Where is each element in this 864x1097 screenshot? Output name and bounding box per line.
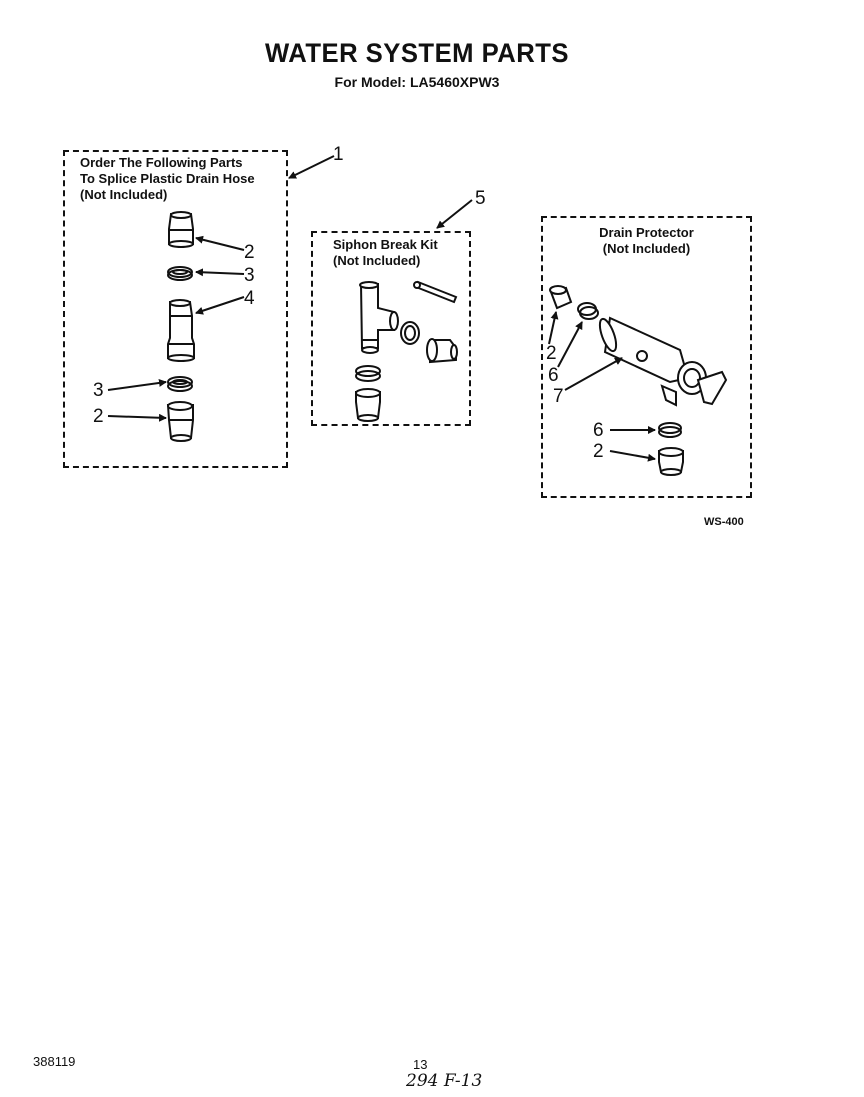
drain-callout-2-bottom: 2 [593,441,604,462]
splice-label-line-1: Order The Following Parts [80,155,243,170]
siphon-adapter-part [355,388,381,422]
model-subtitle: For Model: LA5460XPW3 [334,74,500,90]
leader-5 [436,199,473,229]
splice-callout-2-bottom: 2 [93,406,104,427]
drain-adapter-bottom-part [658,447,684,476]
splice-callout-3-bottom: 3 [93,380,104,401]
drain-label-line-2: (Not Included) [602,241,691,256]
drain-label-line-1: Drain Protector [599,225,694,240]
page-number: 13 [413,1057,428,1072]
splice-label-line-3: (Not Included) [80,187,168,202]
siphon-box-label: Siphon Break Kit (Not Included) [333,237,438,269]
callout-5: 5 [475,188,486,209]
drain-clamp-bottom-part [658,422,682,438]
siphon-rod-part [413,280,458,304]
doc-number: 388119 [33,1054,76,1069]
siphon-break-kit-box [311,231,471,426]
splice-parts-box [63,150,288,468]
splice-callout-3-top: 3 [244,265,255,286]
clamp-top-part [167,266,193,281]
clamp-bottom-part [167,376,193,392]
leader-1 [288,155,335,179]
siphon-cap-part [426,338,458,364]
siphon-ring-part [400,321,420,345]
drain-callout-6-bottom: 6 [593,420,604,441]
splice-callout-4: 4 [244,288,255,309]
drain-callout-2-top: 2 [546,343,557,364]
coupling-part [167,299,195,362]
splice-label-line-2: To Splice Plastic Drain Hose [80,171,255,186]
handwritten-note: 294 F-13 [406,1071,483,1091]
drain-clamp-top-part [577,302,599,320]
drain-protector-box [541,216,752,498]
splice-callout-2-top: 2 [244,242,255,263]
adapter-top-part [168,211,194,248]
adapter-bottom-part [166,401,194,442]
siphon-tee-part [359,281,399,354]
splice-box-label: Order The Following Parts To Splice Plas… [80,155,255,203]
figure-code: WS-400 [704,516,744,528]
siphon-label-line-2: (Not Included) [333,253,421,268]
drain-protector-body-part [598,316,728,407]
drain-callout-7: 7 [553,386,564,407]
drain-callout-6-top: 6 [548,365,559,386]
drain-box-label: Drain Protector (Not Included) [541,225,752,257]
siphon-label-line-1: Siphon Break Kit [333,237,438,252]
drain-adapter-top-part [549,285,573,310]
siphon-clamp-part [355,365,381,382]
callout-1: 1 [333,144,344,165]
page-title: WATER SYSTEM PARTS [264,38,569,68]
